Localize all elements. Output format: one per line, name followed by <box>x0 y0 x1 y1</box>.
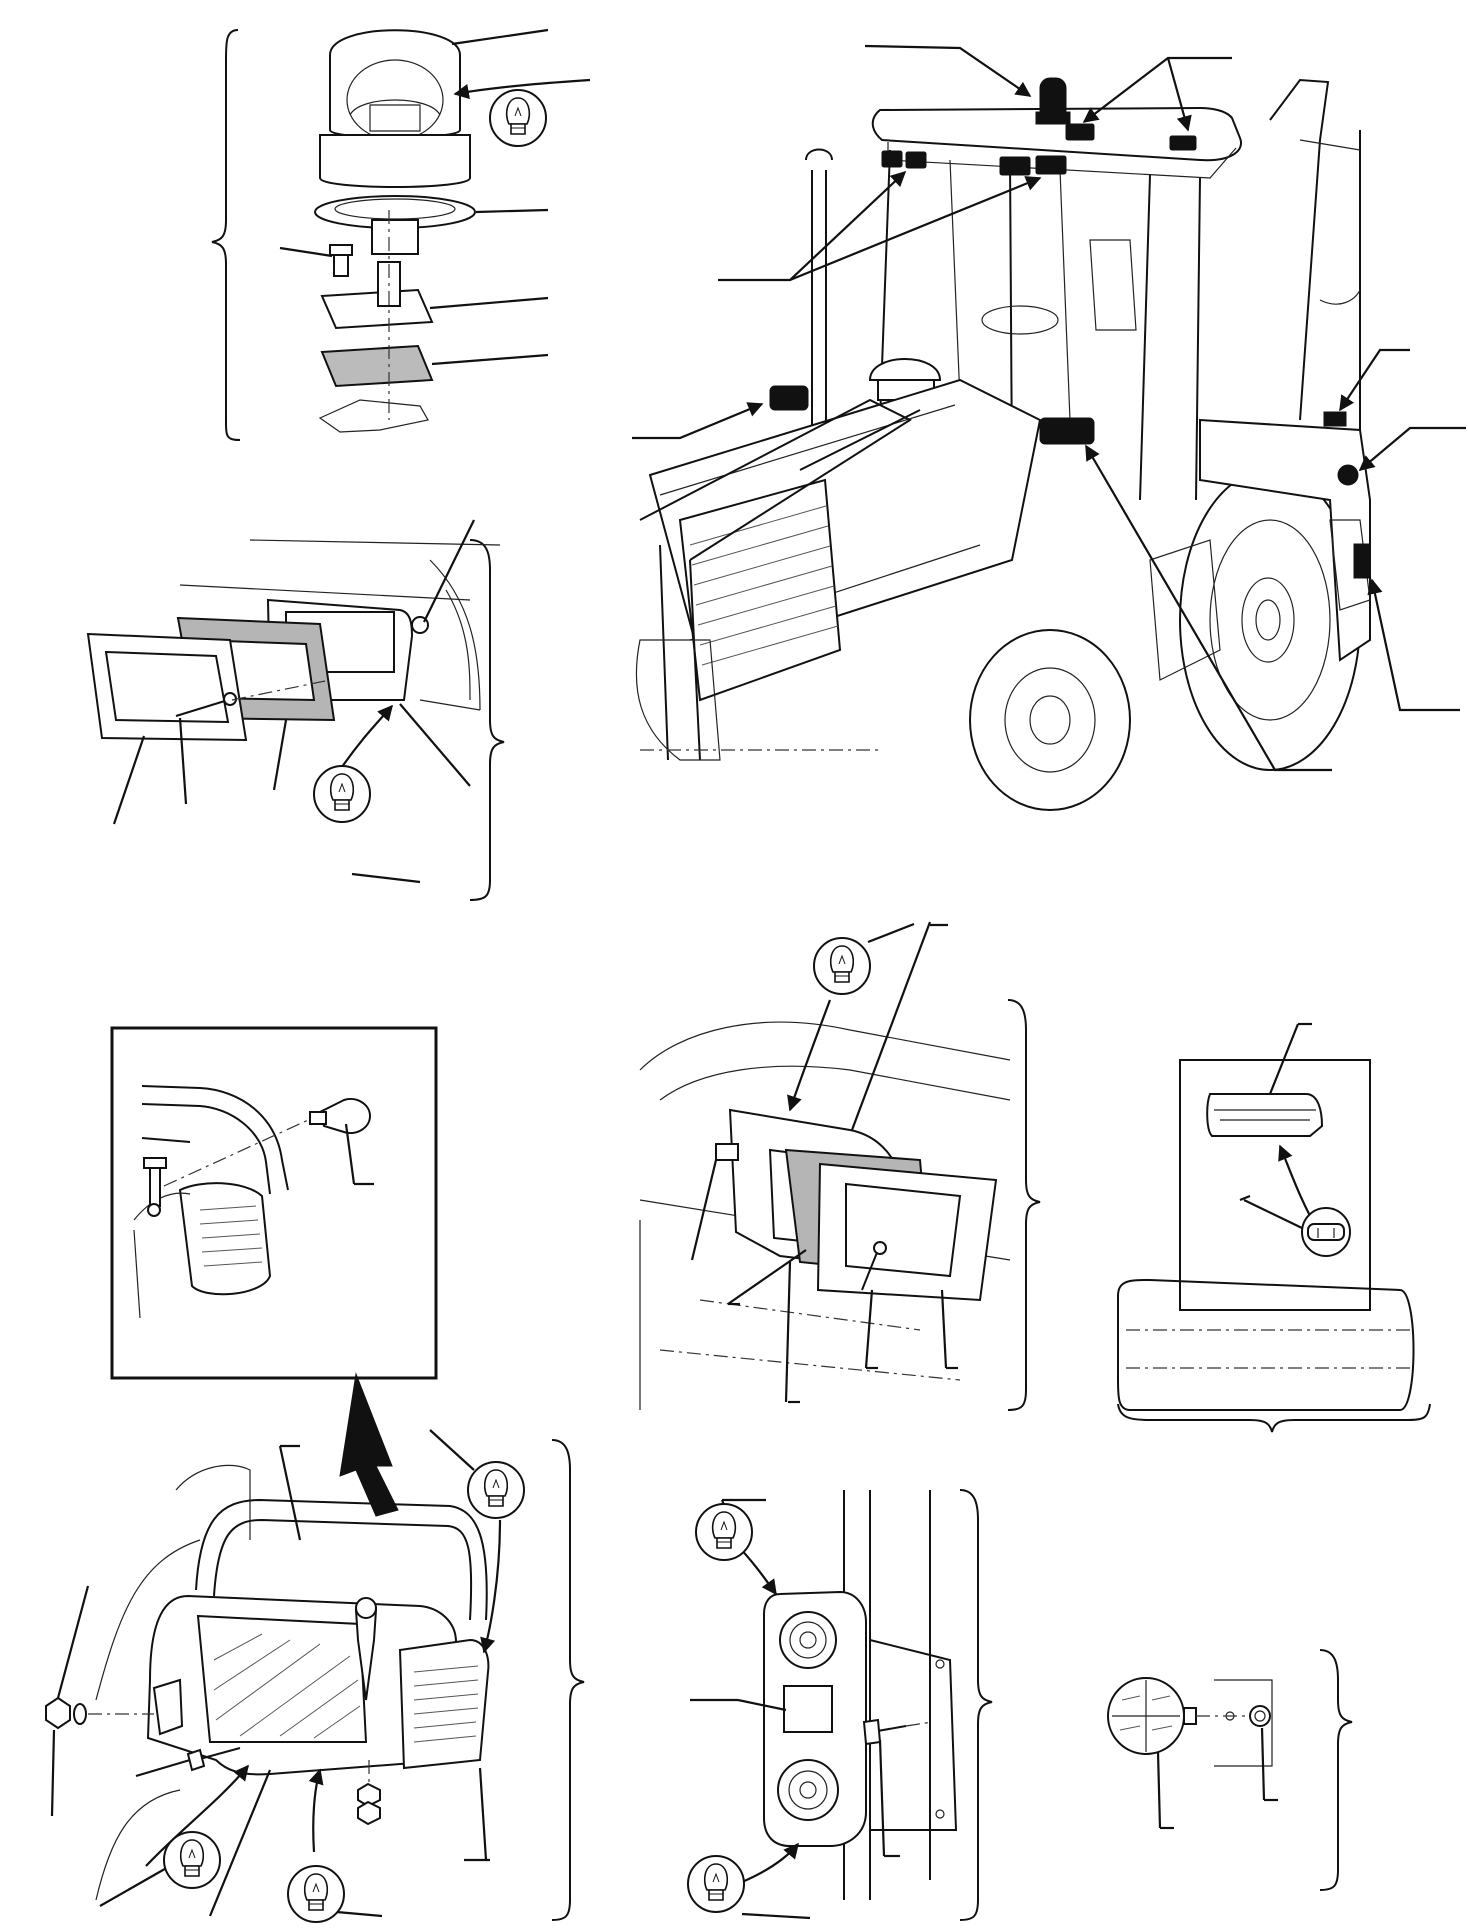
rear-light-marker <box>1324 412 1346 426</box>
bulb-icon <box>687 1855 745 1913</box>
beacon-panel <box>212 30 590 440</box>
headlight-marker <box>1040 418 1094 444</box>
headlamp-panel <box>46 1430 584 1923</box>
arrow-icon <box>340 1374 398 1516</box>
reflector-panel <box>1108 1650 1352 1890</box>
rear-lamp-panel <box>687 1490 992 1920</box>
bulb-icon <box>313 765 371 823</box>
work-light-marker <box>1000 157 1030 175</box>
work-light-marker <box>1066 124 1094 140</box>
bulb-icon <box>163 1831 221 1889</box>
side-work-light-panel <box>640 922 1040 1410</box>
work-light-panel <box>88 520 504 900</box>
work-light-marker <box>1170 136 1196 150</box>
bulb-icon <box>813 937 871 995</box>
bulb-icon <box>287 1865 345 1923</box>
headlight-marker <box>770 386 808 410</box>
reflector-marker <box>1338 465 1358 485</box>
tail-light-marker <box>1354 544 1370 578</box>
work-light-marker <box>882 151 902 167</box>
machine-overview <box>632 46 1466 810</box>
bulb-icon <box>489 89 547 147</box>
bulb-icon <box>467 1461 525 1519</box>
plate-light-panel <box>1118 1024 1430 1432</box>
headlight-adjust-inset <box>112 1028 436 1516</box>
beacon-marker-base <box>1036 112 1070 124</box>
work-light-marker <box>1036 156 1066 174</box>
work-light-marker <box>906 152 926 168</box>
bulb-icon <box>695 1503 753 1561</box>
